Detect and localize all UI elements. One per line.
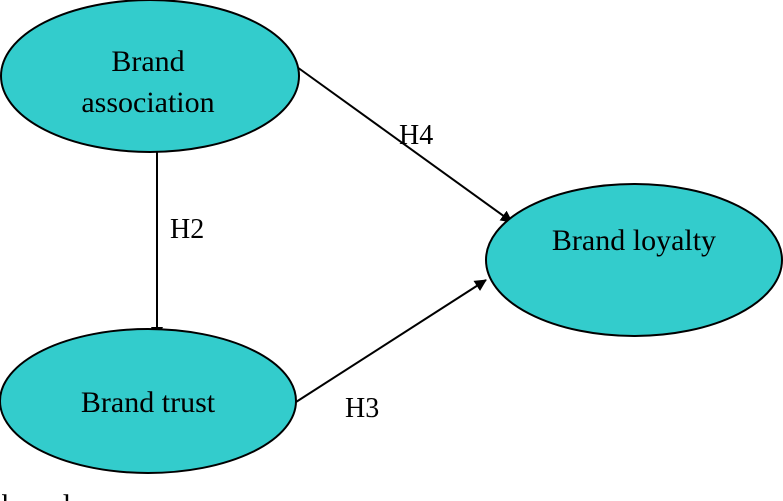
node-brand-association-label-line1: Brand	[111, 45, 184, 78]
node-brand-loyalty: Brand loyalty	[485, 183, 783, 337]
node-brand-trust: Brand trust	[0, 328, 297, 474]
edge-h3-label: H3	[345, 393, 379, 424]
edge-h3-arrow	[295, 279, 487, 403]
node-brand-association-label-line2: association	[81, 86, 214, 119]
node-brand-loyalty-label: Brand loyalty	[552, 224, 716, 257]
edge-h4-arrow	[296, 66, 513, 223]
node-brand-association: Brand association	[0, 0, 300, 153]
edge-h4-label: H4	[399, 120, 433, 151]
edge-h2-label: H2	[170, 214, 204, 245]
node-brand-trust-label: Brand trust	[81, 386, 216, 419]
bottom-cut-text: based	[2, 489, 70, 501]
